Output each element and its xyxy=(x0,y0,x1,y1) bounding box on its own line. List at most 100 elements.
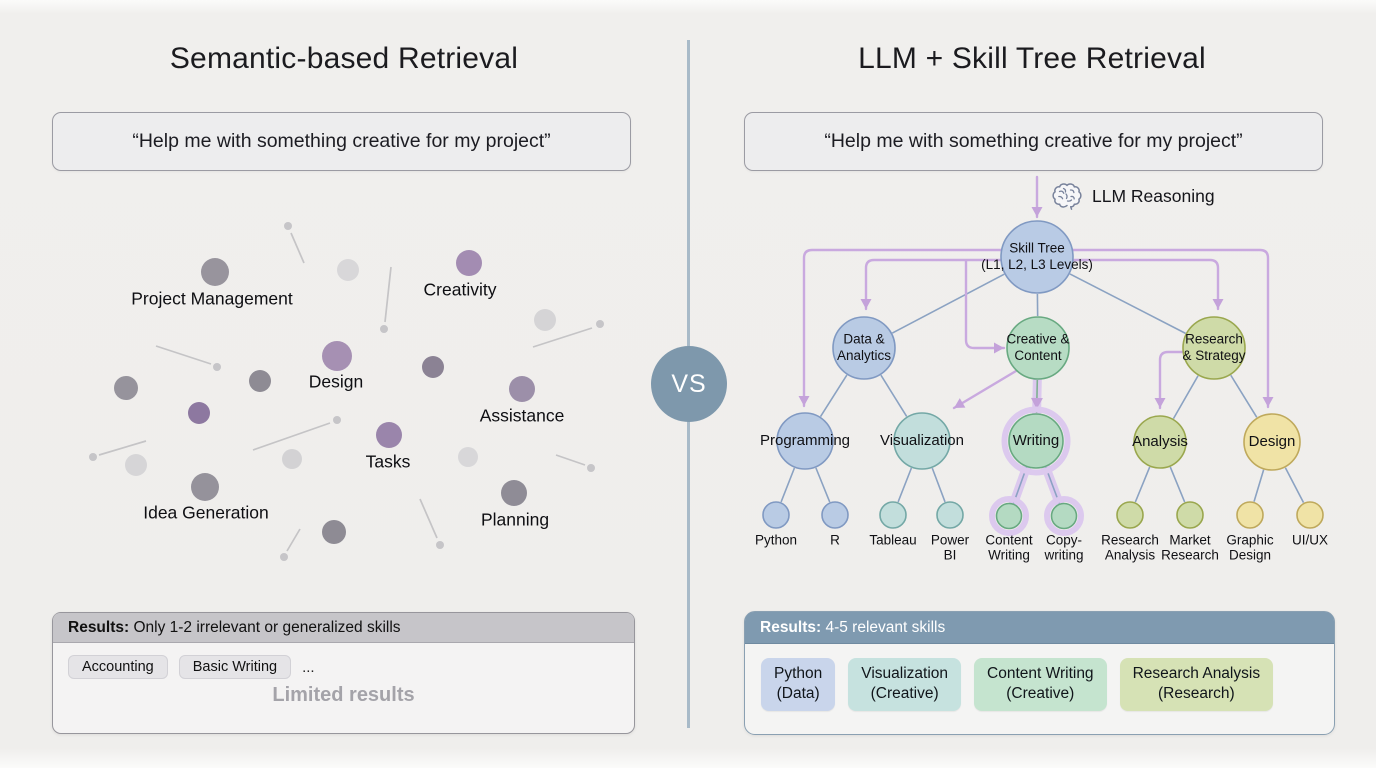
llm-reasoning-callout: LLM Reasoning xyxy=(1050,181,1215,211)
leaf-label-content: Content xyxy=(985,533,1033,548)
leaf-label-graphic: Design xyxy=(1229,548,1271,563)
scatter-streak-dot xyxy=(587,464,595,472)
arrowhead xyxy=(860,299,872,309)
highlight-edge-writing xyxy=(1035,379,1039,414)
highlight-edge-content xyxy=(1012,467,1028,504)
tree-edge-analysis-resanalysis xyxy=(1134,466,1151,503)
reasoning-path-root-to-research xyxy=(1070,258,1220,311)
scatter-dot xyxy=(534,309,556,331)
llm-reasoning-label: LLM Reasoning xyxy=(1092,185,1215,206)
tree-edge-visualization-powerbi xyxy=(931,467,946,503)
scatter-dot xyxy=(322,341,352,371)
tree-edge-analysis-market xyxy=(1169,466,1186,503)
reasoning-path-root-to-design xyxy=(1070,248,1270,409)
scatter-label: Creativity xyxy=(424,280,497,300)
scatter-streak-dot xyxy=(89,453,97,461)
tree-node-label-design: Design xyxy=(1249,433,1296,450)
tree-node-label-writing: Writing xyxy=(1013,432,1059,449)
reasoning-path-creative-to-visualization xyxy=(952,369,1018,410)
tree-edge-research-design xyxy=(1230,374,1258,418)
reasoning-path-root-to-programming xyxy=(802,248,1004,408)
chip-skill-name: Research Analysis xyxy=(1132,665,1261,682)
scatter-dot xyxy=(249,370,271,392)
highlight-edge-copy xyxy=(1045,466,1061,504)
tree-node-content xyxy=(995,502,1023,530)
leaf-label-powerbi: Power xyxy=(931,533,970,548)
tree-edge-programming-python xyxy=(780,467,796,503)
scatter-label: Design xyxy=(309,372,363,392)
scatter-streak-dot xyxy=(333,416,341,424)
tree-node-graphic xyxy=(1236,501,1264,529)
tree-node-research xyxy=(1182,316,1246,380)
tree-edge-visualization-tableau xyxy=(897,467,913,503)
tree-edge-design-graphic xyxy=(1253,469,1265,502)
tree-node-label-creative: Content xyxy=(1014,348,1062,363)
limited-results-note: Limited results xyxy=(272,684,415,706)
tree-node-label-programming: Programming xyxy=(760,432,850,449)
result-chip: Basic Writing xyxy=(178,655,292,679)
right-query-text: “Help me with something creative for my … xyxy=(824,130,1243,152)
result-chip: Content Writing(Creative) xyxy=(974,658,1107,711)
scatter-streak-dot xyxy=(213,363,221,371)
scatter-streak-line xyxy=(532,327,593,348)
left-panel-title: Semantic-based Retrieval xyxy=(169,42,519,75)
scatter-streak-line xyxy=(290,232,305,264)
reasoning-path-root-to-creative xyxy=(964,259,1006,350)
leaf-label-r: R xyxy=(830,533,840,548)
tree-edge-data-visualization xyxy=(880,374,908,417)
result-chip: Visualization(Creative) xyxy=(848,658,962,711)
result-chip: Accounting xyxy=(68,655,168,679)
leaf-label-content: Writing xyxy=(988,548,1030,563)
reasoning-path-root-to-data xyxy=(864,258,1004,311)
scatter-dot xyxy=(501,480,527,506)
chip-skill-category: (Research) xyxy=(1157,685,1235,703)
tree-node-label-analysis: Analysis xyxy=(1132,433,1188,450)
tree-node-visualization xyxy=(893,412,951,470)
arrowhead xyxy=(1212,299,1224,309)
leaf-label-uiux: UI/UX xyxy=(1292,533,1328,548)
semantic-results-header: Results: Only 1-2 irrelevant or generali… xyxy=(53,613,634,643)
tree-node-powerbi xyxy=(936,501,964,529)
arrowhead xyxy=(954,398,966,408)
scatter-streak-line xyxy=(155,345,212,365)
scatter-dot xyxy=(201,258,229,286)
arrowhead xyxy=(994,342,1004,354)
arrowhead xyxy=(1030,397,1043,409)
brain-icon xyxy=(1052,183,1082,210)
semantic-result-chips: Accounting Basic Writing... xyxy=(68,655,619,679)
scatter-dot xyxy=(422,356,444,378)
scatter-streak-line xyxy=(252,422,331,451)
results-label: Results: xyxy=(68,619,130,636)
tree-node-root xyxy=(1000,220,1074,294)
tree-node-r xyxy=(821,501,849,529)
scatter-streak-dot xyxy=(284,222,292,230)
tree-node-label-research: & Strategy xyxy=(1182,348,1245,363)
results-label: Results: xyxy=(760,619,822,636)
skilltree-result-chips: Python(Data)Visualization(Creative)Conte… xyxy=(745,644,1334,711)
tree-node-python xyxy=(762,501,790,529)
tree-edge-research-analysis xyxy=(1172,375,1199,419)
leaf-label-tableau: Tableau xyxy=(869,533,916,548)
scatter-dot xyxy=(114,376,138,400)
chip-skill-name: Visualization xyxy=(861,665,949,682)
leaf-label-python: Python xyxy=(755,533,797,548)
leaf-label-resanalysis: Research xyxy=(1101,533,1159,548)
tree-node-tableau xyxy=(879,501,907,529)
scatter-label: Project Management xyxy=(131,289,293,309)
left-query-text: “Help me with something creative for my … xyxy=(132,130,551,152)
vs-label: VS xyxy=(671,369,707,398)
scatter-dot xyxy=(125,454,147,476)
scatter-label: Idea Generation xyxy=(143,503,269,523)
scatter-label: Tasks xyxy=(366,452,411,472)
scatter-dot xyxy=(376,422,402,448)
glow-ring-writing xyxy=(1001,406,1071,476)
more-results-ellipsis: ... xyxy=(302,658,315,676)
arrowhead xyxy=(1154,398,1166,408)
scatter-dot xyxy=(458,447,478,467)
leaf-label-copy: writing xyxy=(1043,548,1083,563)
skilltree-results-header: Results: 4-5 relevant skills xyxy=(745,612,1334,644)
reasoning-path-research-to-analysis xyxy=(1158,350,1185,410)
semantic-results-body: Accounting Basic Writing... Limited resul… xyxy=(53,643,634,707)
semantic-results-box: Results: Only 1-2 irrelevant or generali… xyxy=(52,612,635,734)
